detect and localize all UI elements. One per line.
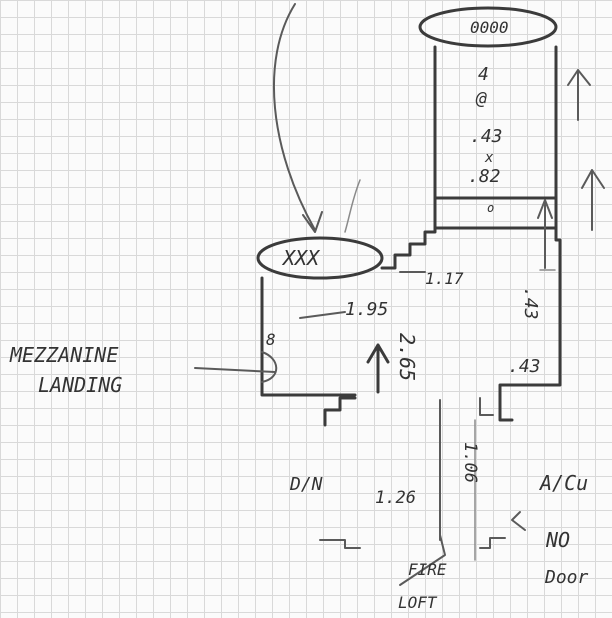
- landing-left-wall: [260, 276, 357, 397]
- stair-steps: [380, 226, 437, 270]
- fire-label: FIRE: [408, 560, 447, 579]
- landing-up-arrow: [366, 343, 390, 394]
- a-cu-label: A/Cu: [538, 471, 588, 495]
- left-step: [323, 396, 357, 427]
- up-arrow-upper: [567, 69, 591, 121]
- mezzanine-pointer: [194, 367, 276, 373]
- room-top-mark: o: [487, 201, 494, 215]
- room-top-line2: @: [475, 88, 487, 109]
- up-arrow-lower: [581, 169, 605, 231]
- stack-header-label: 0000: [470, 18, 509, 37]
- room-top-line1: 4: [478, 64, 489, 85]
- door-label: Door: [544, 567, 589, 588]
- fire-loft-right-step: [479, 537, 506, 549]
- loft-label: LOFT: [398, 593, 438, 612]
- dim-1-17: 1.17: [425, 269, 464, 288]
- right-step: [498, 394, 514, 422]
- room-top-line4: x: [484, 150, 494, 166]
- curved-pointer-arrow: [273, 3, 323, 233]
- fire-loft-left-step: [319, 539, 361, 549]
- dim-line-195: [299, 311, 346, 319]
- dn-label: D/N: [289, 474, 323, 495]
- door-swing-arc: [261, 351, 278, 383]
- mezzanine-label-1: MEZZANINE: [9, 343, 118, 367]
- landing-right-wall: [498, 226, 562, 398]
- upper-room-outline: [433, 45, 558, 230]
- dim-43-right: .43: [520, 287, 541, 320]
- room-top-line3: .43: [470, 126, 503, 147]
- curved-pointer-arrow-2: [344, 179, 361, 233]
- dim-43-bottom: .43: [508, 356, 541, 377]
- side-note: 8: [266, 330, 276, 349]
- no-door-mark: [511, 511, 526, 531]
- xxx-label: XXX: [281, 246, 321, 270]
- xxx-oval: [256, 236, 384, 280]
- dim-1-26: 1.26: [375, 488, 416, 508]
- dim-1-95: 1.95: [345, 299, 388, 320]
- right-small-step: [479, 397, 494, 416]
- fire-loft-hatch: [399, 534, 446, 586]
- dim-1-06: 1.06: [460, 442, 480, 483]
- header-oval: [418, 6, 558, 48]
- right-dim-arrow: [537, 199, 553, 269]
- mezzanine-label-2: LANDING: [38, 373, 122, 397]
- no-label: NO: [545, 528, 570, 552]
- dim-2-65: 2.65: [395, 333, 419, 381]
- room-top-line5: .82: [468, 166, 501, 187]
